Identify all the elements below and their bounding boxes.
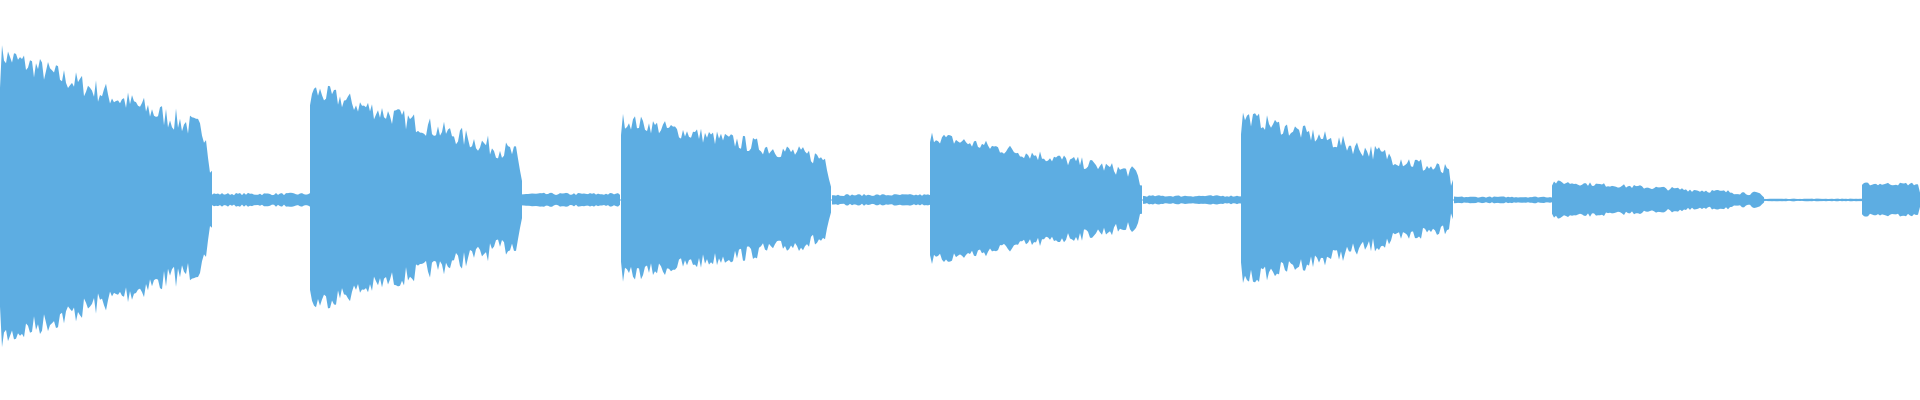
waveform-note-segment [310, 85, 522, 309]
waveform-note-segment [621, 113, 831, 282]
waveform-note-segment [0, 45, 212, 348]
waveform-note-segment [930, 132, 1142, 264]
waveform-note-segment [1241, 112, 1453, 283]
